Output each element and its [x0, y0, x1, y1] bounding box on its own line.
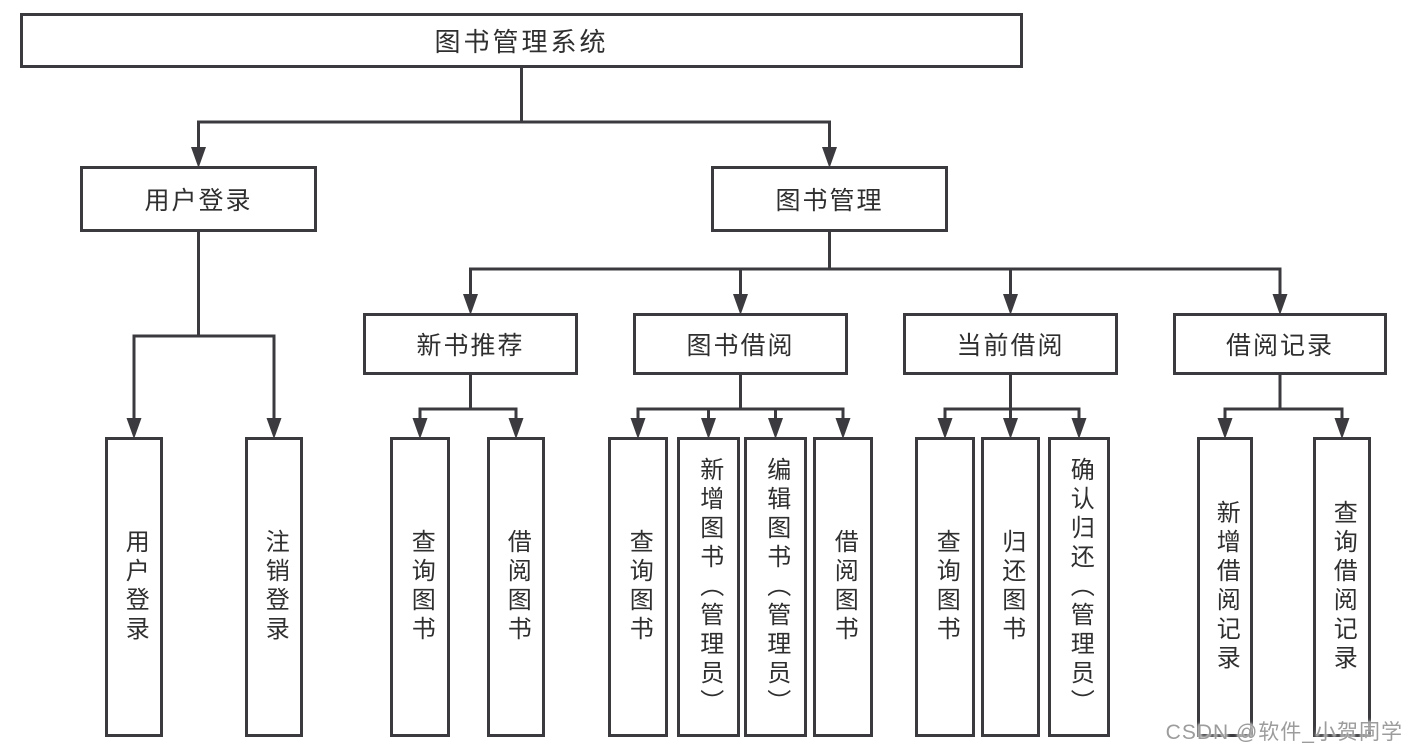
- node-user-login: 用户登录: [80, 166, 317, 232]
- arrowhead: [1003, 294, 1018, 315]
- arrowhead: [630, 418, 646, 439]
- connector-new-books: [412, 375, 524, 439]
- connector-root: [191, 68, 837, 168]
- node-label: 查询图书: [407, 529, 435, 645]
- node-bb-borrow: 借阅图书: [813, 437, 873, 737]
- node-login: 用户登录: [105, 437, 163, 737]
- node-new-books: 新书推荐: [363, 313, 578, 375]
- arrowhead: [126, 418, 142, 439]
- arrowhead: [191, 147, 206, 168]
- node-book-borrow: 图书借阅: [633, 313, 848, 375]
- arrowhead: [1217, 418, 1233, 439]
- node-label: 当前借阅: [956, 332, 1065, 360]
- node-logout: 注销登录: [245, 437, 303, 737]
- connector-borrow-records: [1217, 375, 1350, 439]
- node-root: 图书管理系统: [20, 13, 1023, 68]
- connector-book-borrow: [630, 375, 851, 439]
- node-cb-return: 归还图书: [981, 437, 1040, 737]
- node-label: 图书管理: [775, 187, 884, 215]
- arrowhead: [1334, 418, 1350, 439]
- arrowhead: [1071, 418, 1087, 439]
- node-label: 新增借阅记录: [1212, 500, 1240, 674]
- node-label: 借阅图书: [503, 529, 531, 645]
- node-book-mgmt: 图书管理: [711, 166, 948, 232]
- node-label: 借阅记录: [1225, 332, 1334, 360]
- arrowhead: [768, 418, 783, 439]
- arrowhead: [266, 418, 282, 439]
- node-cb-confirm: 确认归还（管理员）: [1048, 437, 1110, 737]
- node-cb-query: 查询图书: [915, 437, 975, 737]
- node-bb-query: 查询图书: [608, 437, 668, 737]
- node-label: 查询图书: [932, 529, 960, 645]
- arrowhead: [412, 418, 428, 439]
- arrowhead: [937, 418, 953, 439]
- node-label: 图书借阅: [686, 332, 795, 360]
- node-label: 新书推荐: [416, 332, 525, 360]
- arrowhead: [701, 418, 716, 439]
- node-nb-query: 查询图书: [390, 437, 450, 737]
- connector-book-mgmt: [463, 232, 1288, 315]
- node-label: 图书管理系统: [434, 27, 609, 57]
- node-label: 编辑图书（管理员）: [762, 456, 790, 718]
- arrowhead: [463, 294, 478, 315]
- arrowhead: [835, 418, 851, 439]
- node-label: 确认归还（管理员）: [1066, 456, 1094, 718]
- node-label: 新增图书（管理员）: [695, 456, 723, 718]
- arrowhead: [1003, 418, 1018, 439]
- node-label: 注销登录: [261, 529, 289, 645]
- node-label: 借阅图书: [830, 529, 858, 645]
- arrowhead: [508, 418, 524, 439]
- node-label: 查询图书: [625, 529, 653, 645]
- connector-current-borrow: [937, 375, 1087, 439]
- node-bb-edit: 编辑图书（管理员）: [744, 437, 807, 737]
- node-label: 用户登录: [121, 529, 149, 645]
- node-label: 归还图书: [997, 529, 1025, 645]
- arrowhead: [733, 294, 748, 315]
- node-br-add: 新增借阅记录: [1197, 437, 1253, 737]
- node-current-borrow: 当前借阅: [903, 313, 1118, 375]
- arrowhead: [822, 147, 837, 168]
- node-nb-borrow: 借阅图书: [487, 437, 545, 737]
- node-borrow-records: 借阅记录: [1173, 313, 1387, 375]
- node-label: 查询借阅记录: [1329, 500, 1357, 674]
- node-label: 用户登录: [144, 187, 253, 215]
- node-br-query: 查询借阅记录: [1313, 437, 1371, 737]
- node-bb-add: 新增图书（管理员）: [677, 437, 740, 737]
- connector-user-login: [126, 232, 282, 439]
- arrowhead: [1272, 294, 1288, 315]
